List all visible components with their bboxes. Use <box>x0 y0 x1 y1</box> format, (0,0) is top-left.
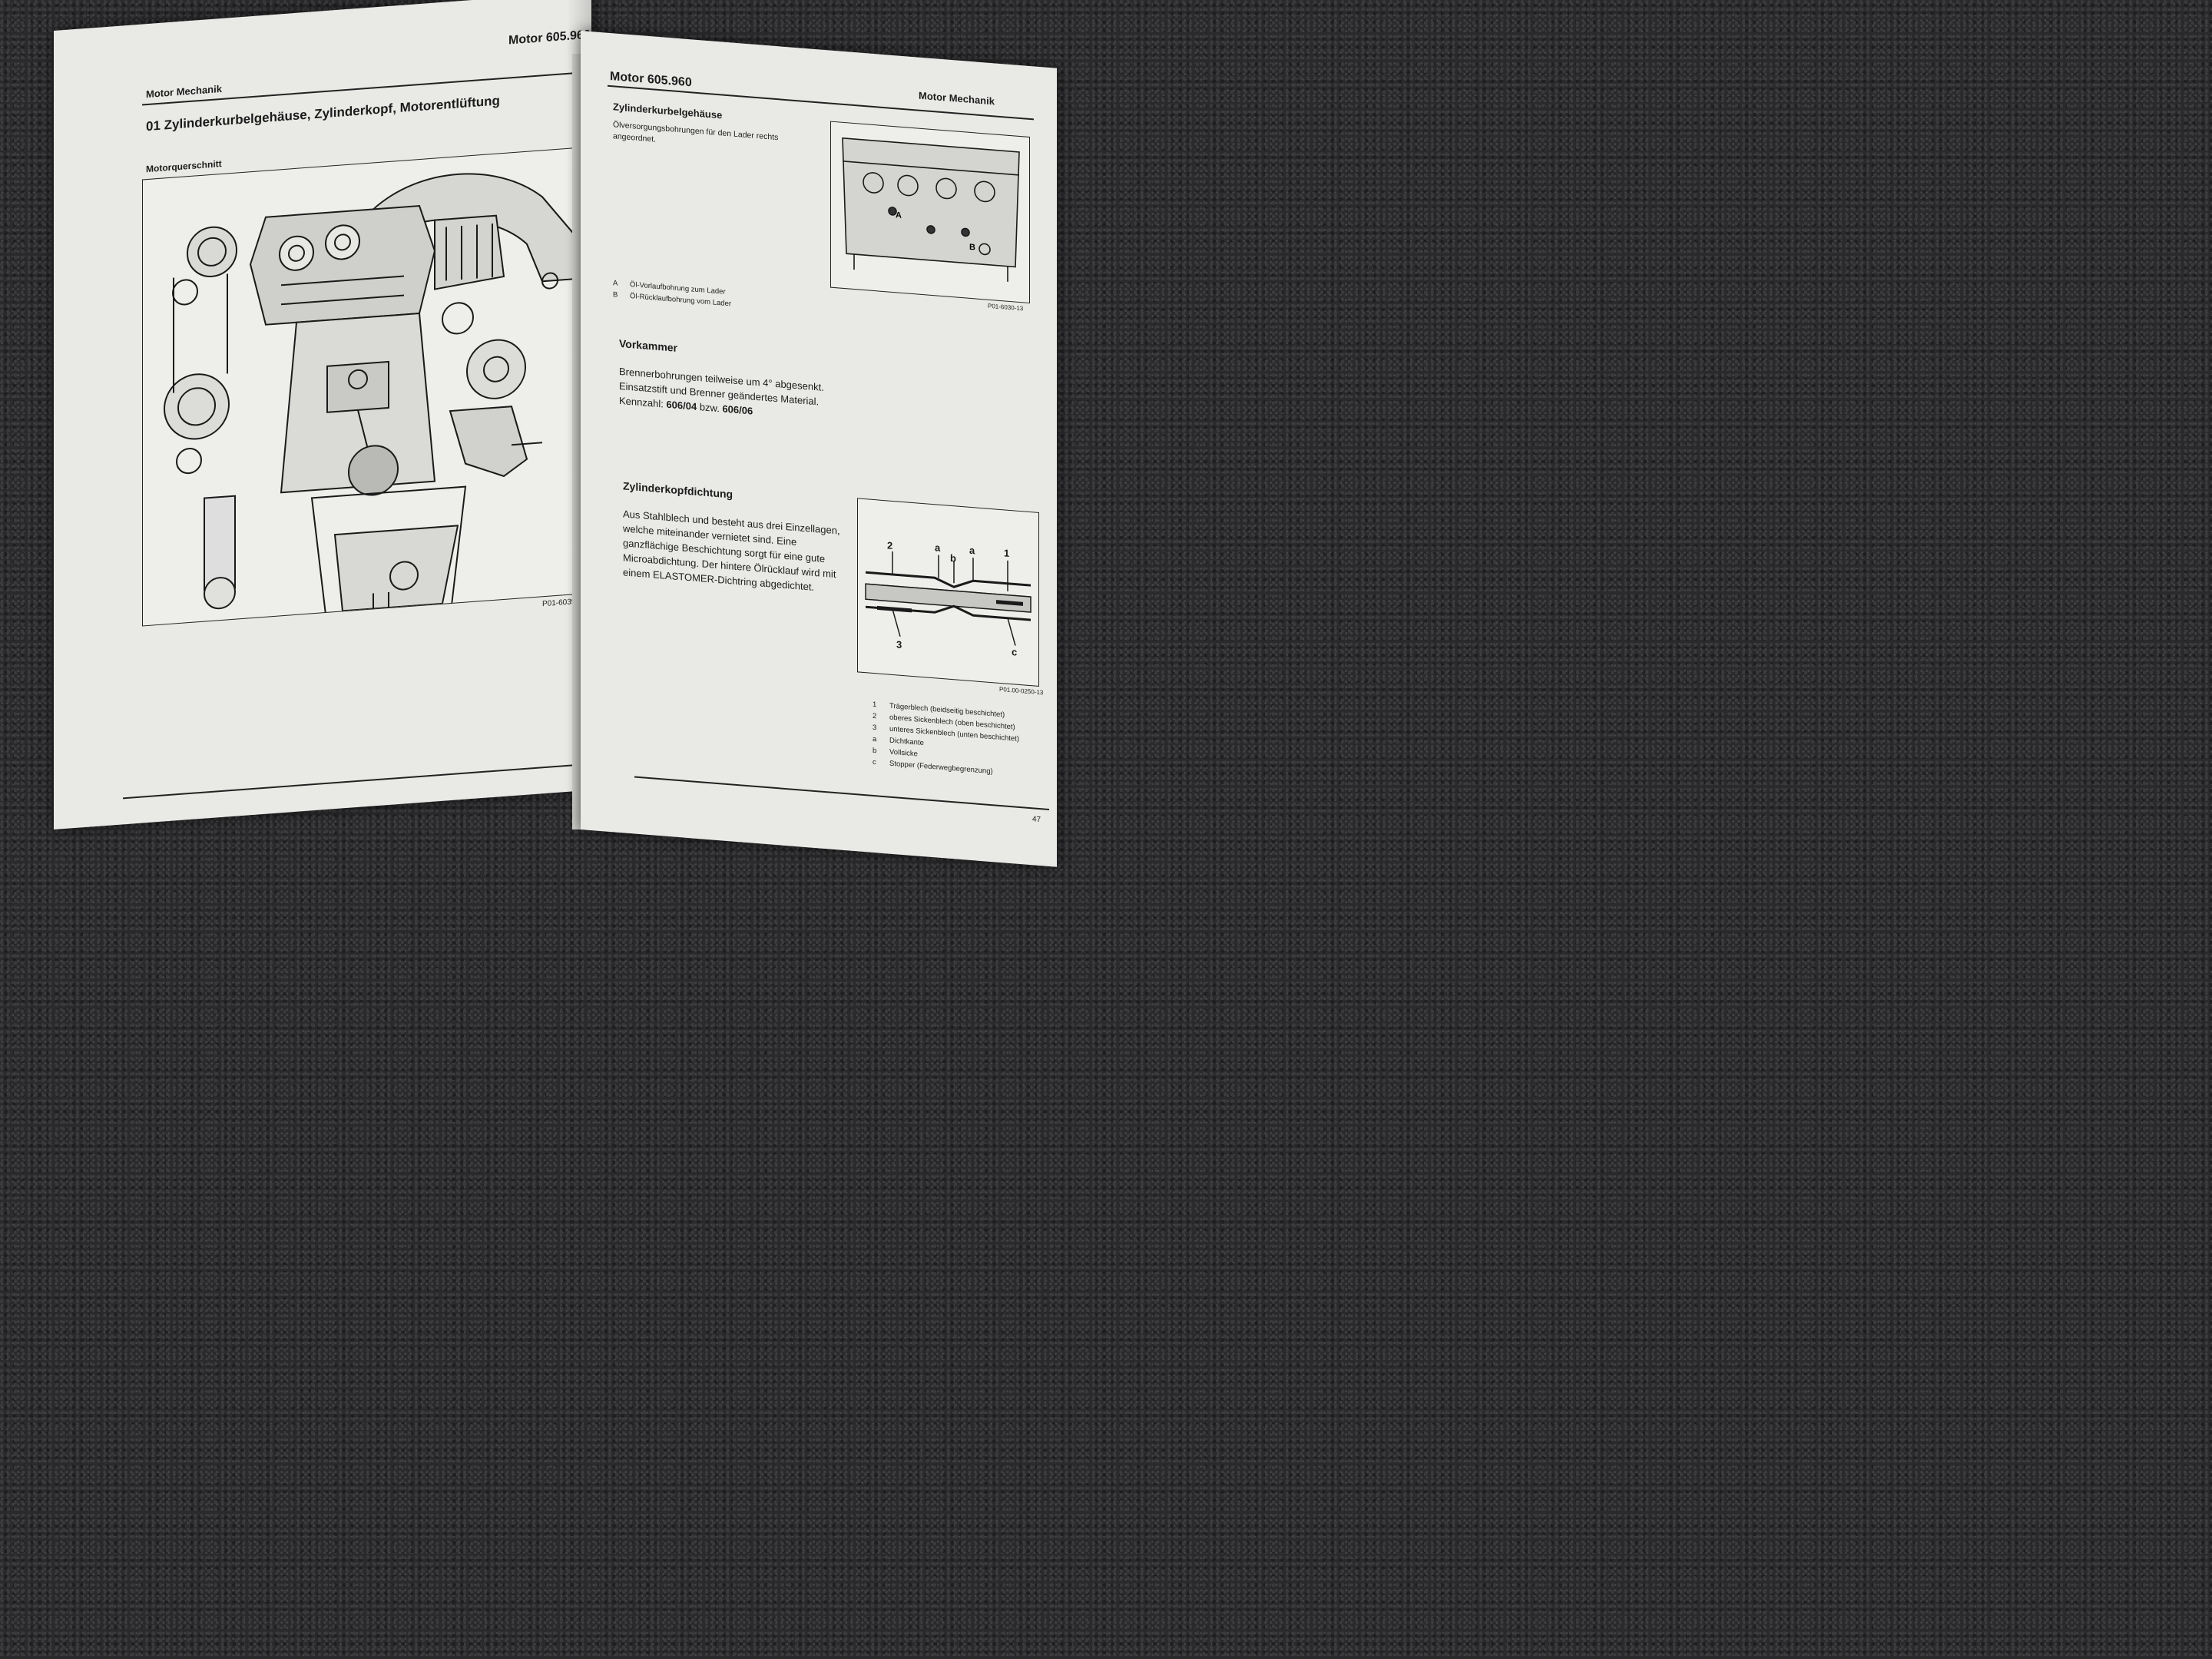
left-header-model: Motor 605.960 <box>508 28 591 48</box>
zylinderkopfdichtung-text: Aus Stahlblech und besteht aus drei Einz… <box>623 508 840 593</box>
engine-cross-section-figure <box>142 145 604 628</box>
gasket-label-c: c <box>1012 646 1017 658</box>
crankcase-figure-id: P01-6030-13 <box>988 302 1024 313</box>
gasket-label-a2: a <box>969 545 975 557</box>
gasket-label-b: b <box>950 552 956 565</box>
crankcase-figure: A B <box>830 121 1030 304</box>
page-number: 47 <box>1032 815 1041 825</box>
right-page: Motor 605.960 Motor Mechanik Zylinderkur… <box>581 31 1057 867</box>
section-title-vorkammer: Vorkammer <box>619 336 678 354</box>
engine-cross-section-drawing <box>164 173 574 628</box>
section-title-zylinderkopfdichtung: Zylinderkopfdichtung <box>623 479 733 501</box>
gasket-label-1: 1 <box>1004 547 1009 559</box>
gasket-figure: 2 a b a 1 3 c <box>857 498 1039 687</box>
crankcase-label-b: B <box>969 243 975 253</box>
crankcase-label-a: A <box>896 210 902 220</box>
right-header-section: Motor Mechanik <box>919 89 995 108</box>
left-page: Motor Mechanik Motor 605.960 01 Zylinder… <box>54 0 604 830</box>
code-606-06: 606/06 <box>722 402 753 417</box>
vorkammer-text: Brennerbohrungen teilweise um 4° abgesen… <box>619 364 842 426</box>
left-footer-rule <box>123 762 599 800</box>
gasket-label-a1: a <box>935 541 941 554</box>
code-606-04: 606/04 <box>666 398 697 412</box>
section1-text: Ölversorgungsbohrungen für den Lader rec… <box>613 120 779 144</box>
left-header-section: Motor Mechanik <box>146 82 222 101</box>
gasket-label-3: 3 <box>896 638 902 651</box>
gasket-drawing: 2 a b a 1 3 c <box>865 539 1031 658</box>
gasket-figure-id: P01.00-0250-13 <box>999 685 1044 697</box>
gasket-label-2: 2 <box>887 539 892 551</box>
section-title-zylinderkurbelgehaeuse: Zylinderkurbelgehäuse <box>613 101 723 121</box>
figure-heading: Motorquerschnitt <box>146 157 222 175</box>
right-footer-rule <box>634 776 1049 810</box>
crankcase-drawing: A B <box>842 137 1020 282</box>
